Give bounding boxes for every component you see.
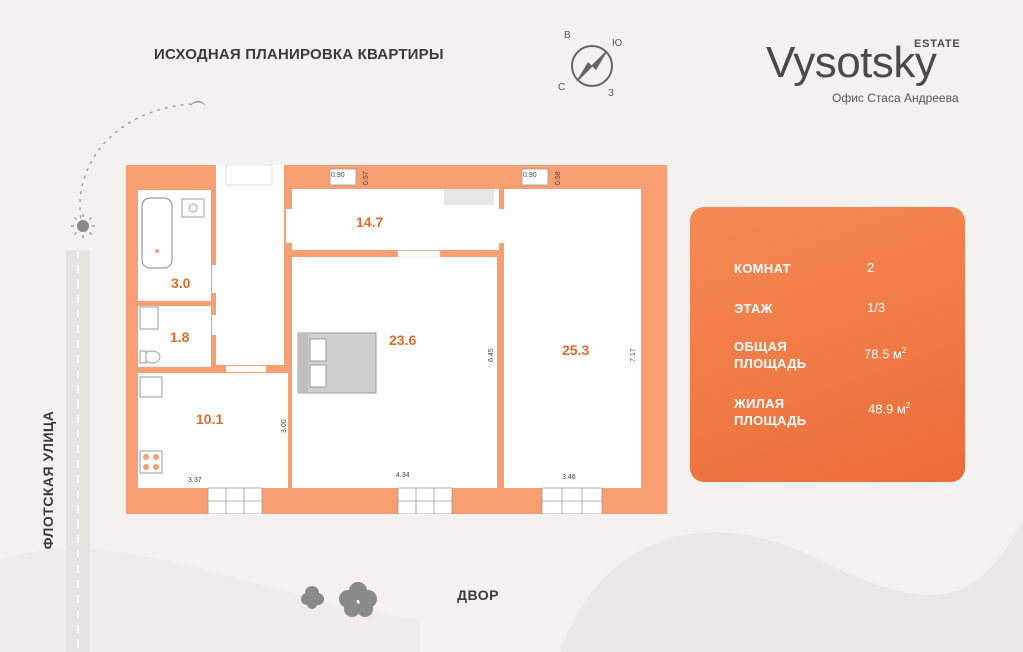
rooms-value: 2 bbox=[867, 260, 875, 275]
compass-south: З bbox=[608, 88, 615, 99]
dim-kitchen-height: 3.00 bbox=[281, 419, 288, 433]
moon-icon bbox=[190, 101, 206, 109]
compass-east: Ю bbox=[612, 38, 623, 49]
small-tree-icon bbox=[301, 586, 324, 609]
compass-west: С bbox=[558, 82, 566, 93]
dim-living-height: 7.17 bbox=[630, 348, 637, 362]
floor-label: ЭТАЖ bbox=[734, 301, 773, 316]
living-area-label-line2: ПЛОЩАДЬ bbox=[734, 413, 807, 428]
dim-top-left-depth: 0.57 bbox=[363, 171, 370, 185]
brand-logo: Vysotsky ESTATE Офис Стаса Андреева bbox=[766, 34, 976, 114]
brand-name: Vysotsky bbox=[766, 38, 937, 87]
room-area-living: 25.3 bbox=[562, 342, 590, 358]
room-area-bedroom: 23.6 bbox=[389, 332, 417, 348]
yard-label: ДВОР bbox=[457, 587, 499, 603]
windows bbox=[207, 168, 603, 515]
kitchen-room bbox=[138, 373, 288, 488]
room-area-bathroom: 3.0 bbox=[171, 275, 191, 291]
compass: В Ю З С bbox=[556, 30, 628, 102]
dim-top-left-width: 0.90 bbox=[331, 172, 345, 179]
bathtub-icon bbox=[141, 197, 173, 269]
total-area-label-line1: ОБЩАЯ bbox=[734, 339, 787, 354]
room-area-corridor: 14.7 bbox=[356, 214, 384, 230]
total-area-value: 78.5 м2 bbox=[864, 346, 907, 362]
dim-bedroom-width: 4.34 bbox=[396, 472, 410, 479]
hall-room bbox=[216, 165, 284, 365]
total-area-label-line2: ПЛОЩАДЬ bbox=[734, 356, 807, 371]
dim-top-right-width: 0.90 bbox=[523, 172, 537, 179]
brand-estate: ESTATE bbox=[914, 38, 961, 50]
street-label: ФЛОТСКАЯ УЛИЦА bbox=[40, 410, 56, 550]
compass-icon bbox=[571, 45, 613, 87]
bed-icon bbox=[297, 332, 377, 394]
dim-bedroom-height: 6.45 bbox=[488, 348, 495, 362]
floor-plan: 14.7 23.6 25.3 3.0 1.8 10.1 0.90 0.57 0.… bbox=[126, 164, 667, 515]
room-area-kitchen: 10.1 bbox=[196, 411, 224, 427]
toilet-icon bbox=[139, 306, 161, 364]
living-area-label-line1: ЖИЛАЯ bbox=[734, 396, 785, 411]
apartment-info-card: КОМНАТ 2 ЭТАЖ 1/3 ОБЩАЯ ПЛОЩАДЬ 78.5 м2 … bbox=[690, 207, 965, 482]
tree-icons bbox=[301, 582, 377, 617]
dim-living-width: 3.46 bbox=[562, 474, 576, 481]
room-area-toilet: 1.8 bbox=[170, 329, 190, 345]
living-area-value: 48.9 м2 bbox=[868, 401, 911, 417]
compass-north: В bbox=[564, 30, 571, 41]
living-room bbox=[504, 189, 641, 488]
floor-value: 1/3 bbox=[867, 300, 886, 315]
floor-plan-drawing bbox=[126, 164, 667, 515]
brand-subtitle: Офис Стаса Андреева bbox=[832, 91, 959, 105]
stove-icon bbox=[139, 450, 163, 474]
large-tree-icon bbox=[339, 582, 377, 617]
plan-heading: ИСХОДНАЯ ПЛАНИРОВКА КВАРТИРЫ bbox=[154, 46, 444, 63]
dim-top-right-depth: 0.58 bbox=[555, 171, 562, 185]
sun-icon bbox=[71, 214, 95, 238]
rooms-label: КОМНАТ bbox=[734, 261, 791, 276]
kitchen-sink-icon bbox=[139, 376, 163, 398]
dim-kitchen-width: 3.37 bbox=[188, 477, 202, 484]
sink-icon bbox=[181, 198, 205, 218]
